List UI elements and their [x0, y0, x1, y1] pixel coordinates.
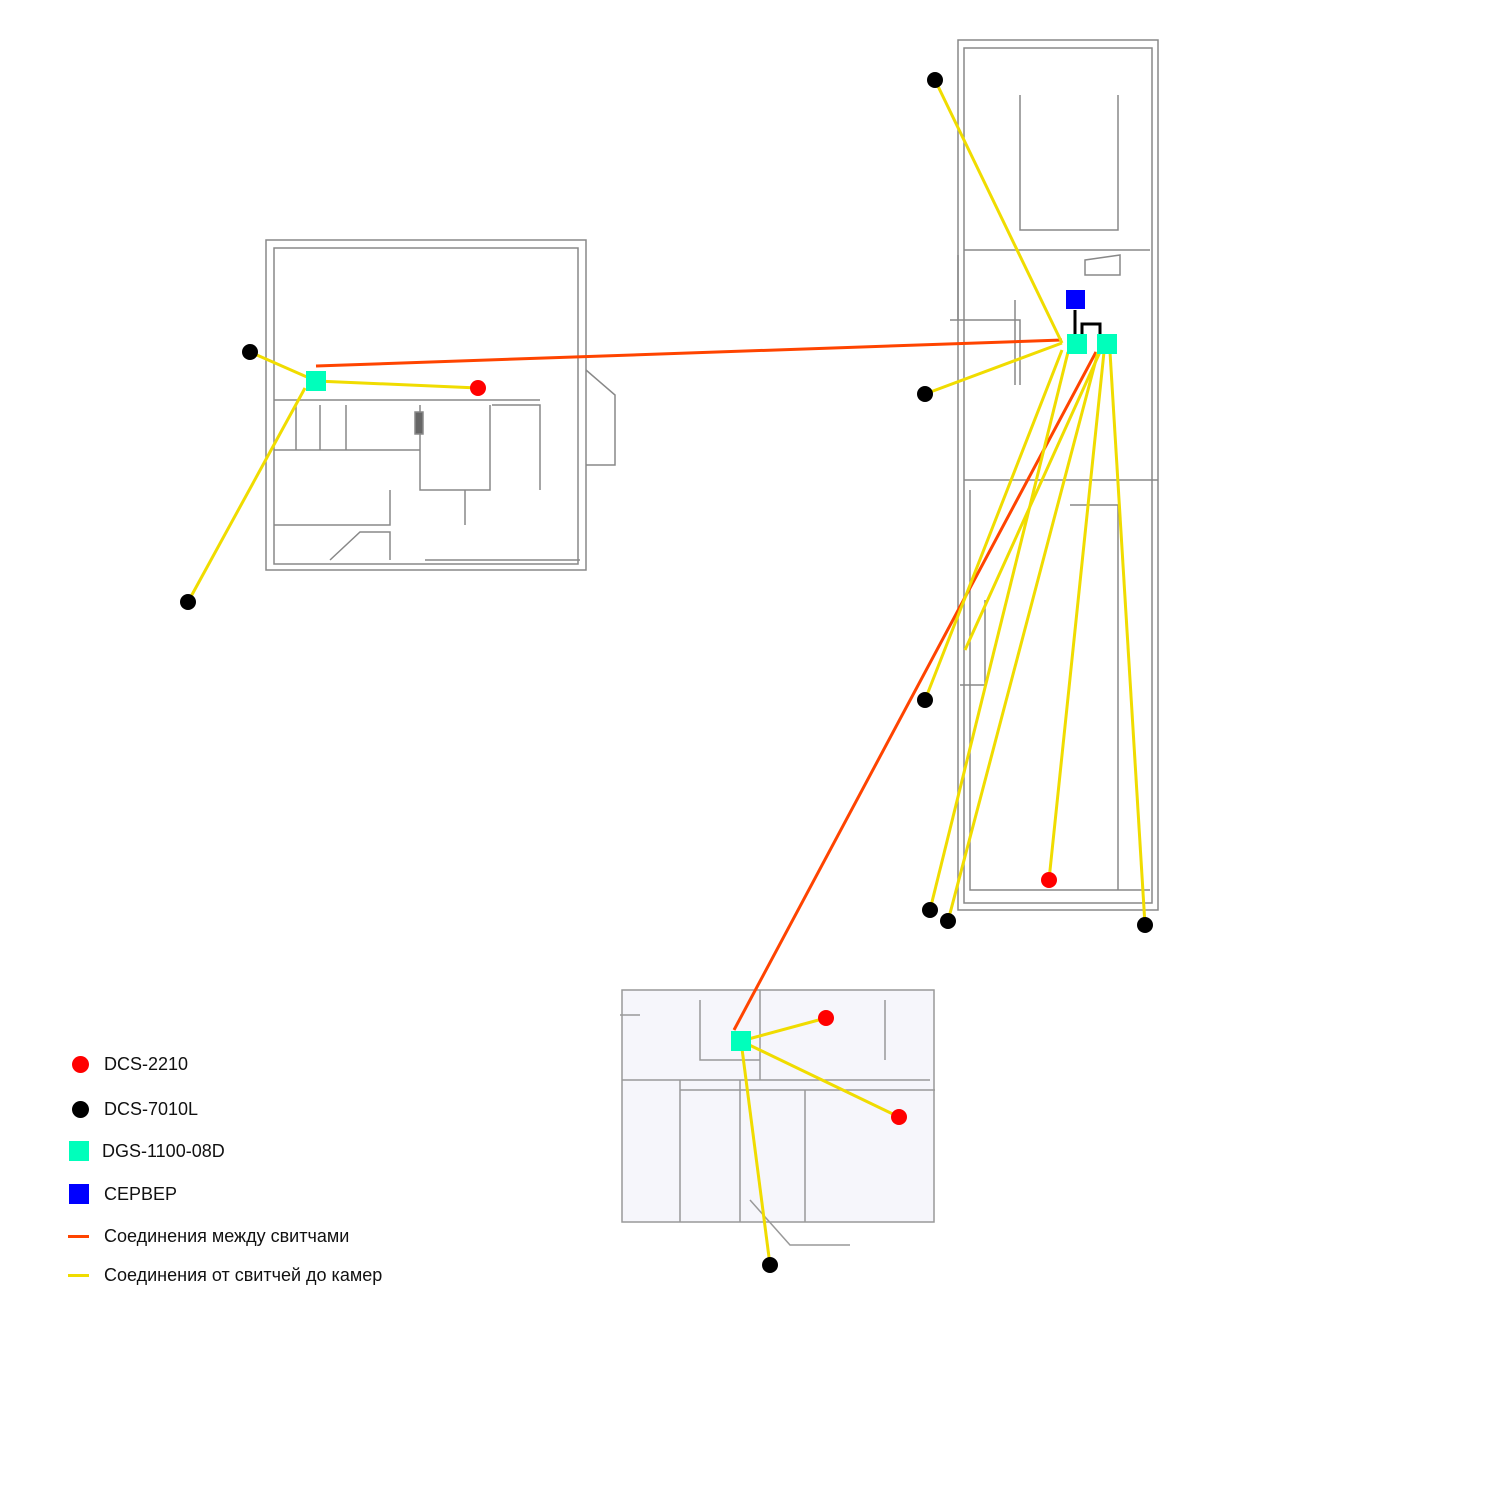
camera-dcs-7010l	[917, 692, 933, 708]
server	[1066, 290, 1085, 309]
camera-dcs-7010l	[922, 902, 938, 918]
camera-dcs-7010l	[1137, 917, 1153, 933]
switch-dgs-1100-08d	[731, 1031, 751, 1051]
camera-dcs-2210	[818, 1010, 834, 1026]
camera-dcs-2210	[891, 1109, 907, 1125]
switch-links	[315, 338, 1098, 1031]
camera-dcs-7010l	[180, 594, 196, 610]
camera-dcs-7010l	[917, 386, 933, 402]
orange-line-icon	[68, 1235, 89, 1238]
switch-link-left	[315, 338, 1063, 368]
camera-links	[186, 79, 1147, 1266]
blue-square-icon	[69, 1184, 89, 1204]
red-circle-icon	[72, 1056, 89, 1073]
camera-dcs-7010l	[762, 1257, 778, 1273]
yellow-line-icon	[68, 1274, 89, 1277]
floor-plan-bottom	[620, 989, 935, 1246]
floor-plan-left	[265, 239, 616, 571]
cameras-dcs-2210	[470, 380, 1057, 1125]
switch-dgs-1100-08d	[1067, 334, 1087, 354]
switch-dgs-1100-08d	[1097, 334, 1117, 354]
switch-link-bottom	[732, 351, 1098, 1031]
switch-dgs-1100-08d	[306, 371, 326, 391]
switches	[306, 334, 1117, 1051]
server-links	[1073, 310, 1102, 334]
cameras-dcs-7010l	[180, 72, 1153, 1273]
camera-dcs-7010l	[242, 344, 258, 360]
camera-dcs-7010l	[927, 72, 943, 88]
floor-plan-right	[950, 39, 1159, 911]
camera-dcs-2210	[1041, 872, 1057, 888]
camera-dcs-7010l	[940, 913, 956, 929]
green-square-icon	[69, 1141, 89, 1161]
black-circle-icon	[72, 1101, 89, 1118]
camera-dcs-2210	[470, 380, 486, 396]
